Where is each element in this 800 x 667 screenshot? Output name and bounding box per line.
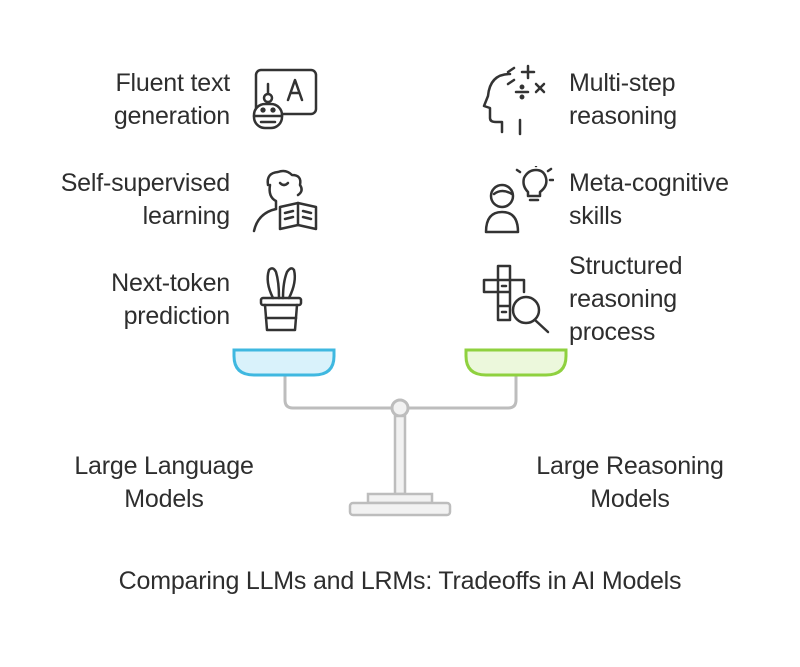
scale-post [393, 414, 407, 496]
feature-label-next-token-prediction: Next-token prediction [111, 269, 230, 330]
diagram-caption: Comparing LLMs and LRMs: Tradeoffs in AI… [118, 567, 682, 595]
category-large-reasoning-models: Large Reasoning Models [536, 452, 724, 513]
scale-base-top [366, 492, 434, 505]
head-math-icon [482, 64, 546, 136]
scale-base [348, 501, 452, 517]
feature-label-structured-reasoning-process: Structured reasoning process [569, 252, 683, 346]
person-reading-book-icon [252, 169, 318, 233]
category-large-language-models: Large Language Models [74, 452, 254, 513]
person-lightbulb-icon [484, 166, 554, 234]
feature-label-meta-cognitive-skills: Meta-cognitive skills [569, 169, 729, 230]
robot-text-icon [252, 68, 318, 130]
feature-label-fluent-text-generation: Fluent text generation [113, 69, 230, 130]
right-pan [464, 348, 568, 377]
feature-label-self-supervised-learning: Self-supervised learning [60, 169, 231, 230]
crossword-magnifier-icon [482, 264, 550, 334]
left-pan [232, 348, 336, 377]
scale-pivot [390, 398, 410, 418]
magic-hat-rabbit-icon [259, 267, 303, 332]
feature-label-multi-step-reasoning: Multi-step reasoning [569, 69, 678, 130]
